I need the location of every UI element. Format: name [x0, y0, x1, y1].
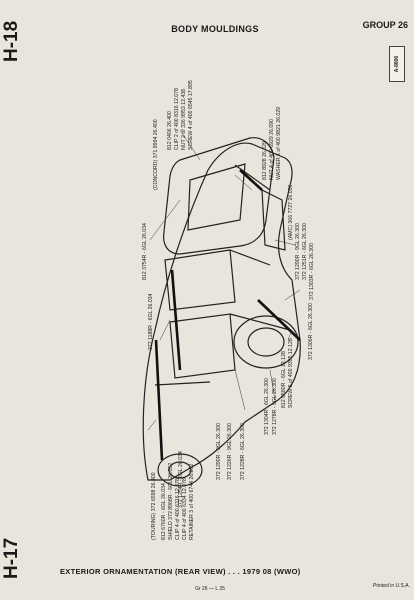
wheel-rear	[233, 315, 299, 369]
callout: 372 1228R - 6GL 26.300	[240, 423, 246, 480]
callout: CLIP 4 of 400 6316 12.078	[175, 478, 181, 540]
page-tag-text: A-8806	[394, 55, 400, 73]
callout: 372 1303R - 6GL 26.300	[309, 243, 315, 300]
callout: (TOURING) 372 6598 26.400	[151, 472, 157, 540]
callout: 372 1278R - 9GL 26.300	[272, 378, 278, 435]
callout-text-group: 812 3754R - 6GL 26.034 (CONCORD) 371 999…	[142, 80, 315, 540]
wheel-front	[157, 453, 203, 487]
callout: 372 1251R - 6GL 26.300	[302, 223, 308, 280]
page-tag-box: A-8806	[389, 46, 405, 82]
callout: SCREW 5 of 400 9355 12.128	[288, 338, 294, 408]
car-exploded-diagram: 812 3754R - 6GL 26.034 (CONCORD) 371 999…	[142, 80, 315, 540]
callout: WASHER 6 of 400 9821 26.029	[276, 107, 282, 180]
figure-caption: EXTERIOR ORNAMENTATION (REAR VIEW) . . .…	[60, 567, 301, 576]
callout: 372 1304R - 6GL 26.300	[264, 378, 270, 435]
callout: CLIP 2 of 400 8316 12.078	[174, 88, 180, 150]
callout: (CONCORD) 371 9994 26.400	[153, 119, 159, 190]
callout: SCREW 4 of 400 6545 17.895	[188, 80, 194, 150]
printed-note: Printed in U.S.A.	[373, 583, 410, 589]
callout: NUT 2 of 326 9953 12.438	[181, 89, 187, 150]
callout: 372 1290R - 9GL 26.300	[216, 423, 222, 480]
callout: 812 8928 26.029	[262, 141, 268, 180]
footer-code: Gr 26 — L 25	[195, 586, 225, 592]
callout: CLIP 4 of 400 6334 12.078	[182, 478, 188, 540]
callout: 372 1226R - 9GL 26.300	[227, 423, 233, 480]
callout: 812 0406 26.400	[167, 111, 173, 150]
callout: (AMC) 366 7727 26.036	[288, 185, 294, 240]
callout: 812 6760R - 6GL 26.034	[161, 483, 167, 540]
callout: 812 3754R - 6GL 26.034	[142, 223, 148, 280]
callout: 812 0580R - 6GL 12.128	[281, 351, 287, 408]
page-title: BODY MOULDINGS	[171, 24, 259, 34]
page-code-top: H-18	[1, 20, 22, 62]
callout: 372 1188R - 6GL 26.034	[148, 293, 154, 350]
group-label: GROUP 26	[362, 20, 408, 30]
moulding-strips	[154, 169, 301, 461]
callout: 372 1290R - 9GL 26.300	[295, 223, 301, 280]
callout: 372 1254R - 6GL 26.034	[178, 451, 184, 508]
callout: RETAINER 3 of 400 6744 26.052	[189, 464, 195, 540]
callout: NUT 4 of 400 6929 26.090	[269, 119, 275, 180]
leader-lines	[147, 129, 301, 431]
callout: 372 1306R - 6GL 26.300	[308, 303, 314, 360]
callout: SHIELD 372 8968R - 6GL 26.052	[168, 463, 174, 540]
page-code-bottom: H-17	[1, 537, 22, 579]
